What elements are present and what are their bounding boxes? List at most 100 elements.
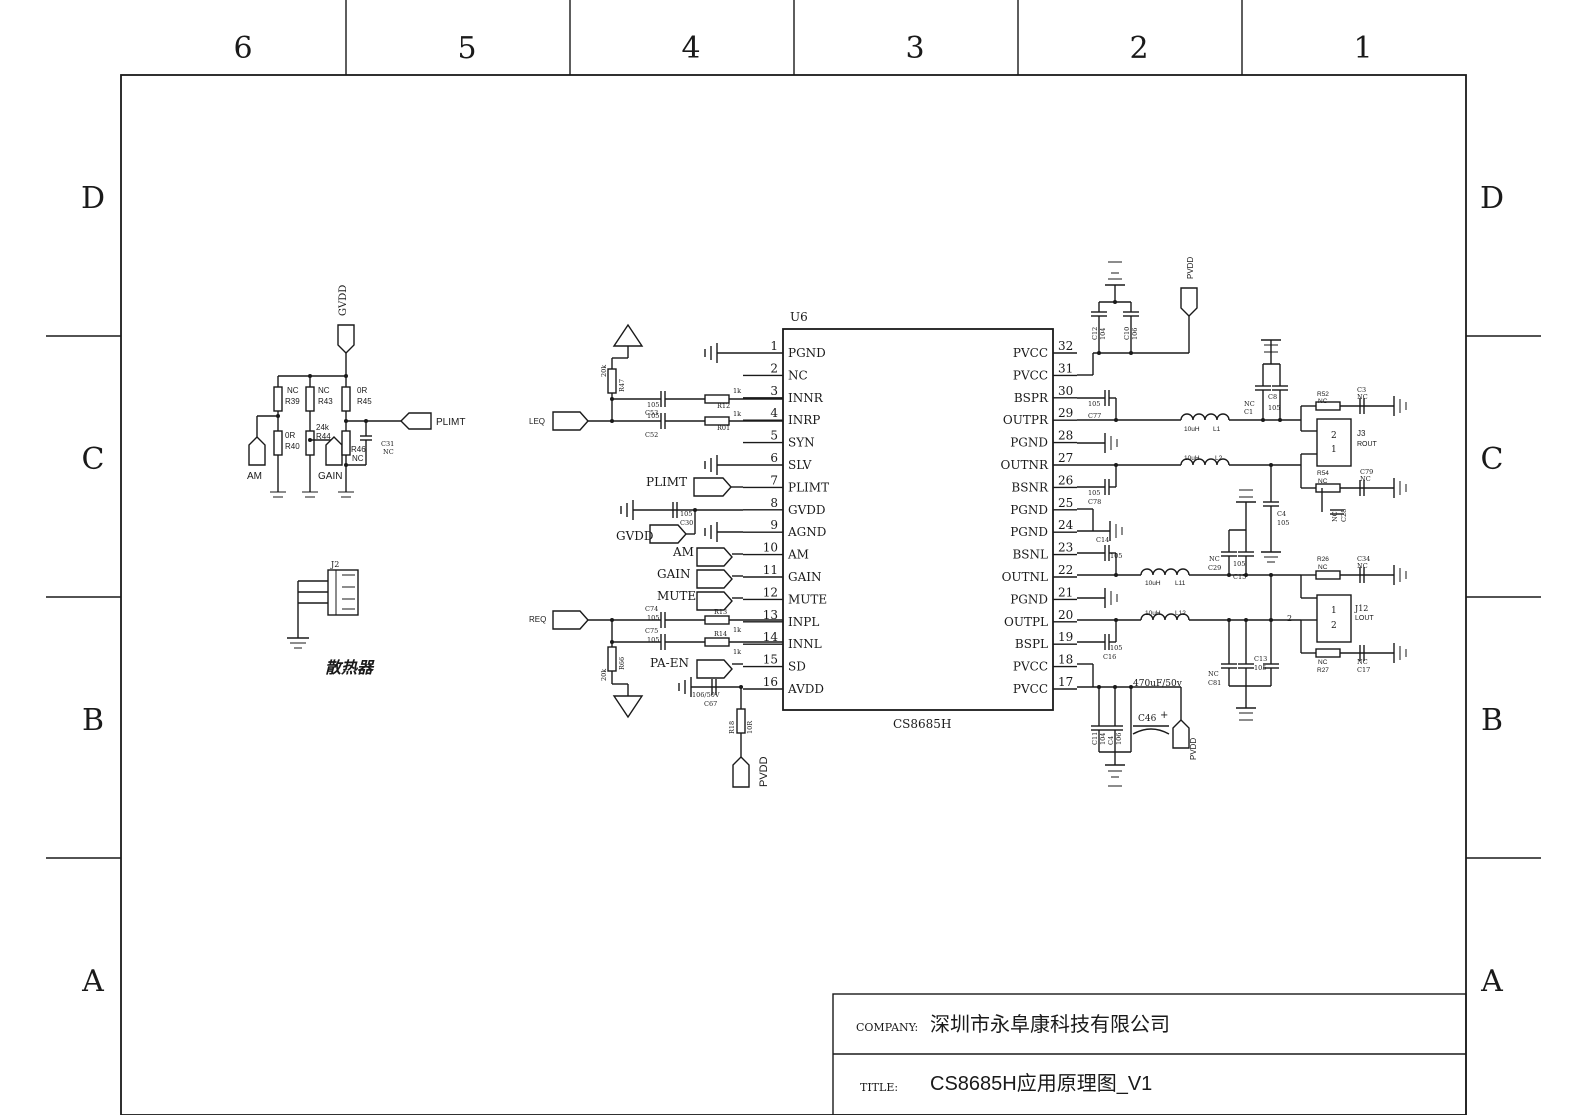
net-port-gvdd	[649, 524, 687, 544]
ic-pin-name: MUTE	[788, 592, 827, 606]
company-name: 深圳市永阜康科技有限公司	[930, 1013, 1170, 1036]
ic-pin-number: 15	[763, 653, 778, 667]
j12-pin1: 1	[1331, 606, 1337, 616]
c74-ref: C74	[645, 605, 658, 613]
ic-pin-name: INNL	[788, 637, 822, 651]
r13-value: 1k	[733, 626, 741, 634]
c29-ref: C29	[1208, 564, 1221, 572]
r40-value: 0R	[285, 431, 295, 440]
ground-triangle-bottom	[612, 695, 644, 719]
ic-pin-number: 13	[763, 608, 778, 622]
net-label-gvdd: GVDD	[616, 529, 654, 543]
r52-ref: R52	[1317, 391, 1329, 398]
c15-ref: C15	[1233, 573, 1246, 581]
c34-value: NC	[1357, 562, 1368, 570]
net-port-am-gain	[248, 436, 266, 466]
c74-value: 105	[647, 614, 659, 622]
column-label: 4	[681, 31, 700, 66]
ic-pin-name: INNR	[788, 391, 824, 405]
ic-pin-number: 26	[1058, 473, 1073, 487]
ic-pin-name: PVCC	[1013, 682, 1048, 696]
net-port-req	[552, 610, 589, 630]
net-port-pvdd-top	[1180, 287, 1198, 317]
c14-value: 105	[1110, 552, 1122, 560]
net-label-gvdd-top: GVDD	[338, 285, 349, 316]
ic-pin-name: SD	[788, 660, 806, 674]
c67-value: 106/50V	[692, 691, 720, 699]
row-label: D	[1480, 181, 1504, 216]
company-label: COMPANY:	[856, 1021, 918, 1034]
column-label: 3	[905, 31, 924, 66]
c3-ref: C3	[1357, 386, 1366, 394]
c13-ref: C13	[1254, 655, 1267, 663]
row-label: D	[81, 181, 105, 216]
net-port-gain	[696, 569, 733, 589]
row-label: A	[1480, 964, 1503, 999]
ic-pin-number: 30	[1058, 384, 1073, 398]
net-port-am	[696, 547, 733, 567]
r54-value: NC	[1318, 478, 1328, 485]
c14-ref: C14	[1096, 536, 1109, 544]
net-port-pvdd-r18	[732, 756, 750, 788]
j12-pin2: 2	[1331, 621, 1337, 631]
r27-value: NC	[1318, 659, 1328, 666]
j3-pin1: 1	[1331, 445, 1337, 455]
connector-j12	[1316, 594, 1352, 643]
r01-ref: R01	[717, 424, 730, 432]
c67-ref: C67	[704, 700, 717, 708]
net-label-pvdd: PVDD	[758, 756, 770, 787]
ic-ref: U6	[790, 310, 808, 324]
ic-pin-number: 32	[1058, 339, 1073, 353]
ic-pin-name: BSNL	[1012, 548, 1048, 562]
net-label-plimt: PLIMT	[646, 475, 687, 489]
left-nets: PLIMT 105 C30 GVDD AM GAIN MUTE PA-EN	[529, 323, 783, 788]
r14-ref: R14	[714, 630, 727, 638]
r47-value: 20k	[600, 365, 608, 377]
ic-pin-name: SYN	[788, 436, 815, 450]
c10-ref: C10	[1123, 327, 1131, 340]
l11-ref: L11	[1175, 580, 1186, 587]
net-label-req: REQ	[529, 615, 546, 624]
c52-value: 105	[647, 412, 659, 420]
r39-ref: R39	[285, 397, 300, 406]
c77-value: 105	[1088, 400, 1100, 408]
row-labels: D C B A D C B A	[81, 181, 1504, 999]
ic-pin-number: 27	[1058, 451, 1073, 465]
c1-ref: C1	[1244, 408, 1253, 416]
drawing-frame	[46, 0, 1541, 1115]
r40-ref: R40	[285, 442, 300, 451]
ic-pin-number: 16	[763, 675, 778, 689]
c4b-value: 106	[1115, 733, 1123, 745]
ic-pin-name: PGND	[788, 346, 826, 360]
ic-pin-name: AM	[787, 548, 809, 562]
row-label: C	[1481, 442, 1504, 477]
c75-ref: C75	[645, 627, 658, 635]
ic-pin-name: GVDD	[788, 503, 826, 517]
ic-pin-name: OUTPL	[1004, 615, 1048, 629]
net-label-pvdd-top: PVDD	[1186, 257, 1195, 279]
j12-ref: J12	[1354, 604, 1368, 613]
r47-ref: R47	[618, 379, 626, 392]
r26-ref: R26	[1317, 556, 1329, 563]
c78-ref: C78	[1088, 498, 1101, 506]
net-port-gain-gain	[325, 436, 343, 466]
ic-pin-number: 9	[770, 518, 778, 532]
c46-ref: C46	[1138, 714, 1157, 724]
c16-value: 105	[1110, 644, 1122, 652]
ic-pin-name: AGND	[787, 525, 826, 539]
ground-triangle-top	[612, 323, 644, 347]
drawing-title: CS8685H应用原理图_V1	[930, 1072, 1152, 1095]
j3-name: ROUT	[1357, 441, 1378, 448]
c79-value: NC	[1360, 475, 1371, 483]
c8-ref: C8	[1268, 393, 1277, 401]
r66-ref: R66	[618, 657, 626, 670]
heatsink-label: 散热器	[325, 659, 375, 677]
c17-ref: C17	[1357, 666, 1370, 674]
ic-pin-number: 7	[770, 473, 778, 487]
j3-pin2: 2	[1331, 431, 1337, 441]
c29-value: NC	[1209, 555, 1220, 563]
c11-value: 104	[1099, 733, 1107, 745]
net-label-pa-en: PA-EN	[650, 656, 689, 670]
c10-value: 106	[1131, 328, 1139, 340]
c81-ref: C81	[1208, 679, 1221, 687]
